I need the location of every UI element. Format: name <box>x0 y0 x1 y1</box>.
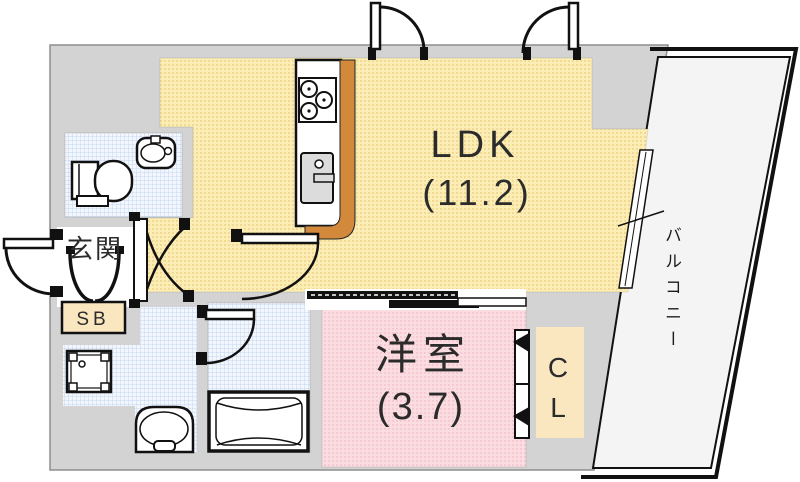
ldk-area-label: (11.2) <box>422 172 531 213</box>
kitchen-sink-icon <box>300 152 335 204</box>
shoebox-cabinet <box>60 300 127 335</box>
ldk-top-door-right <box>521 1 581 60</box>
entrance-front-door <box>2 229 63 297</box>
stove-icon <box>298 77 337 123</box>
ldk-label: LDK <box>431 124 520 166</box>
western-room-label: 洋室 <box>375 331 471 378</box>
closet-label-line1: C <box>548 352 568 383</box>
kitchen-counter <box>294 58 356 240</box>
hall-doors <box>129 212 194 308</box>
toilet-icon <box>70 159 134 207</box>
washer-pan-icon <box>65 349 113 394</box>
western-room-floor <box>321 305 527 468</box>
swing-door-icon <box>240 232 320 245</box>
washbasin-icon <box>134 405 195 454</box>
closet-floor <box>536 327 584 438</box>
hand-sink-icon <box>135 135 177 170</box>
bathtub-icon <box>207 390 310 453</box>
swing-door-icon <box>204 308 256 321</box>
closet-label-line2: L <box>550 392 566 423</box>
sliding-door-icon <box>133 218 148 302</box>
balcony-label: バルコニー <box>662 226 681 356</box>
shoebox-double-door-icon <box>66 246 124 303</box>
ldk-floor <box>139 57 649 293</box>
folding-closet-door-icon <box>513 329 530 439</box>
ldk-top-door-left <box>368 1 428 60</box>
balcony-outer-wall <box>581 47 799 479</box>
swing-door-icon <box>2 237 55 250</box>
ldk-hall-door <box>231 229 320 301</box>
swing-door-icon <box>567 1 580 51</box>
washroom-wall-notch <box>63 406 135 452</box>
shoebox-label: SB <box>76 309 109 330</box>
ldk-western-sliding-door-icon <box>305 289 527 310</box>
swing-door-icon <box>369 1 382 51</box>
entrance-label: 玄関 <box>67 234 123 264</box>
entrance-door-opening <box>45 238 59 296</box>
bathroom-door <box>196 305 256 365</box>
western-room-area-label: (3.7) <box>377 386 465 428</box>
balcony-window-icon <box>617 149 665 289</box>
